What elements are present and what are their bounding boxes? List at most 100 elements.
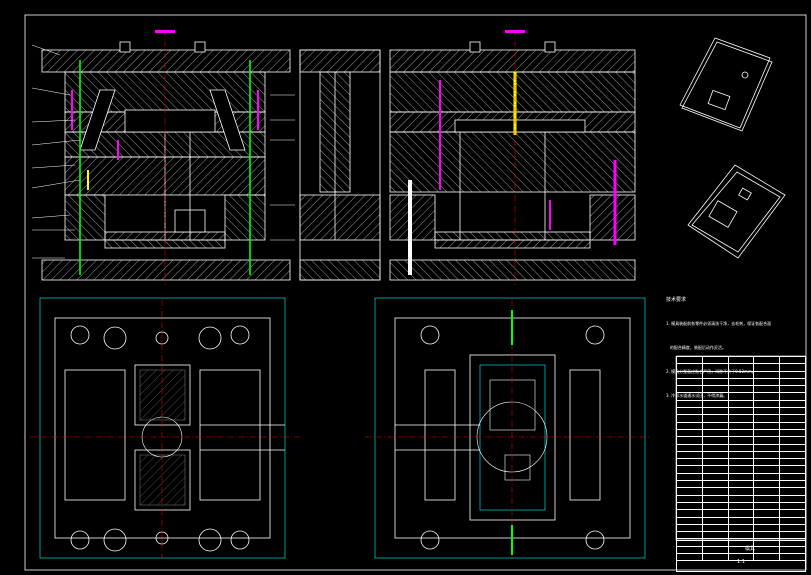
bom-cell (753, 465, 781, 474)
bom-cell (676, 399, 703, 409)
bom-cell (727, 385, 755, 394)
bom-cell (727, 414, 755, 423)
bom-row (676, 421, 806, 430)
notes-line: 的配合精度，装配后动作灵活。 (666, 345, 726, 350)
bom-cell (727, 516, 755, 525)
bom-cell (676, 355, 703, 365)
bom-cell (779, 494, 806, 503)
bom-cell (779, 501, 806, 511)
bom-cell (701, 385, 729, 394)
bom-cell (753, 414, 781, 423)
callouts-left (31, 44, 295, 259)
bom-cell (753, 392, 781, 401)
bom-cell (676, 472, 703, 482)
bom-cell (753, 363, 781, 372)
bom-cell (701, 443, 729, 452)
bom-cell (753, 355, 781, 365)
bom-cell (753, 450, 781, 460)
bom-cell (779, 450, 806, 460)
bom-row (676, 399, 806, 409)
bom-cell (676, 436, 703, 445)
notes-heading: 技术要求 (666, 297, 687, 303)
bom-cell (701, 392, 729, 401)
bom-cell (753, 480, 781, 489)
bom-cell (753, 399, 781, 409)
bom-cell (779, 363, 806, 372)
bom-cell (753, 436, 781, 445)
bom-row (676, 465, 806, 474)
bom-row (676, 531, 806, 540)
bom-cell (779, 458, 806, 467)
bom-cell (676, 385, 703, 394)
bom-cell (753, 531, 781, 540)
bom-cell (727, 480, 755, 489)
title-block: 模具 1:1 (676, 540, 806, 572)
bom-cell (727, 407, 755, 416)
bom-cell (676, 494, 703, 503)
bottom-plan-left (30, 297, 300, 560)
bom-cell (779, 377, 806, 387)
bom-cell (701, 516, 729, 525)
bom-cell (727, 523, 755, 533)
bom-cell (779, 407, 806, 416)
bom-row (676, 407, 806, 416)
bom-cell (753, 428, 781, 438)
bom-cell (727, 487, 755, 496)
bom-cell (727, 501, 755, 511)
bom-cell (779, 370, 806, 379)
bom-row (676, 443, 806, 452)
bom-cell (676, 523, 703, 533)
bom-cell (753, 385, 781, 394)
bom-cell (701, 450, 729, 460)
bom-cell (779, 472, 806, 482)
front-section-left (41, 30, 291, 285)
bom-cell (701, 407, 729, 416)
bom-row (676, 385, 806, 394)
bom-cell (753, 523, 781, 533)
bom-cell (779, 421, 806, 430)
bom-cell (727, 428, 755, 438)
bom-cell (753, 377, 781, 387)
bom-cell (779, 509, 806, 518)
bom-cell (676, 428, 703, 438)
bottom-plan-right (365, 297, 650, 560)
drawing-border (24, 14, 807, 571)
part-iso-top (679, 37, 773, 132)
bom-cell (701, 531, 729, 540)
bom-cell (701, 421, 729, 430)
bom-row (676, 414, 806, 423)
bom-cell (753, 443, 781, 452)
bom-cell (727, 465, 755, 474)
bom-table (676, 355, 806, 562)
bom-cell (676, 509, 703, 518)
bom-cell (753, 494, 781, 503)
bom-cell (727, 370, 755, 379)
bom-row (676, 370, 806, 379)
bom-cell (727, 450, 755, 460)
bom-row (676, 501, 806, 511)
bom-cell (727, 377, 755, 387)
bom-cell (676, 392, 703, 401)
bom-cell (676, 458, 703, 467)
bom-cell (727, 472, 755, 482)
bom-row (676, 428, 806, 438)
bom-cell (727, 443, 755, 452)
bom-cell (779, 392, 806, 401)
bom-cell (727, 392, 755, 401)
bom-cell (701, 494, 729, 503)
bom-cell (779, 436, 806, 445)
bom-row (676, 516, 806, 525)
bom-cell (727, 531, 755, 540)
bom-cell (676, 414, 703, 423)
bom-cell (753, 458, 781, 467)
bom-cell (701, 428, 729, 438)
bill-of-materials (676, 355, 806, 562)
bom-cell (676, 501, 703, 511)
bom-cell (727, 363, 755, 372)
bom-cell (701, 523, 729, 533)
bom-cell (701, 480, 729, 489)
bom-cell (753, 509, 781, 518)
bom-cell (676, 465, 703, 474)
bom-cell (676, 407, 703, 416)
bom-cell (676, 377, 703, 387)
